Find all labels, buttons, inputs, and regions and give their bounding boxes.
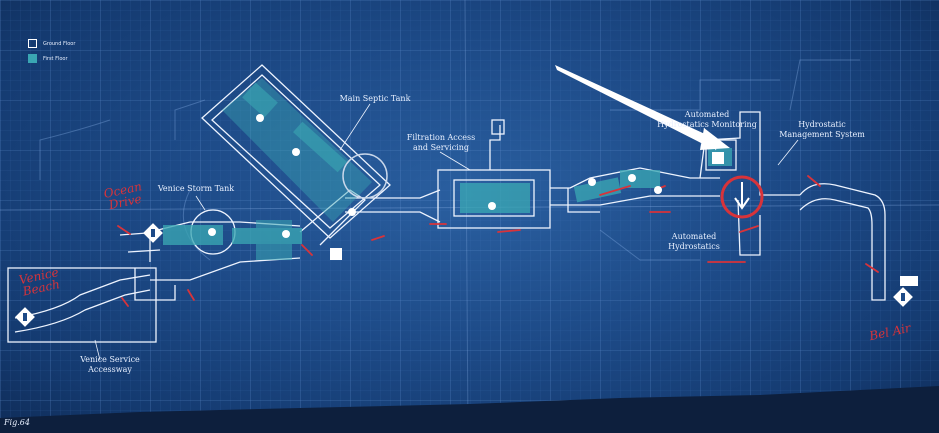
pointer-arrow-head [700,128,730,150]
figure-label: Fig.64 [4,418,30,427]
red-scribbles [117,175,879,307]
figure-icon [348,208,356,216]
figure-icon [654,186,662,194]
label-main-septic-tank: Main Septic Tank [339,94,411,103]
legend-first-floor: First Floor [28,54,68,63]
red-circle-marker [720,175,764,219]
figure-icon [628,174,636,182]
label-hydrostatic-management: Hydrostatic Management System [779,120,865,139]
legend-ground-floor: Ground Floor [28,39,75,48]
first-floor-swatch [28,54,37,63]
map-icons [15,114,918,327]
label-filtration-access: Filtration Access and Servicing [406,133,476,152]
figure-icon [588,178,596,186]
vending-icon [900,276,918,286]
ground-floor-swatch [28,39,37,48]
ghost-corridors [39,59,860,261]
pointer-arrow-shaft [555,65,718,148]
figure-icon [282,230,290,238]
torn-edge [0,386,939,433]
terminal-icon [712,152,724,164]
figure-icon [292,148,300,156]
legend-ground-floor-label: Ground Floor [43,40,76,47]
label-venice-service: Venice Service Accessway [80,355,140,374]
figure-icon [488,202,496,210]
down-arrow-icon [734,182,750,210]
exit-sign-glyph [23,229,905,321]
label-venice-storm-tank: Venice Storm Tank [157,184,235,193]
terminal-icon [330,248,342,260]
septic-tank-outline [342,153,388,199]
label-automated-monitoring: Automated Hydrostatics Monitoring [657,110,757,129]
figure-icon [256,114,264,122]
label-automated-hydrostatics: Automated Hydrostatics [668,232,720,251]
legend-first-floor-label: First Floor [43,55,68,62]
figure-icon [208,228,216,236]
